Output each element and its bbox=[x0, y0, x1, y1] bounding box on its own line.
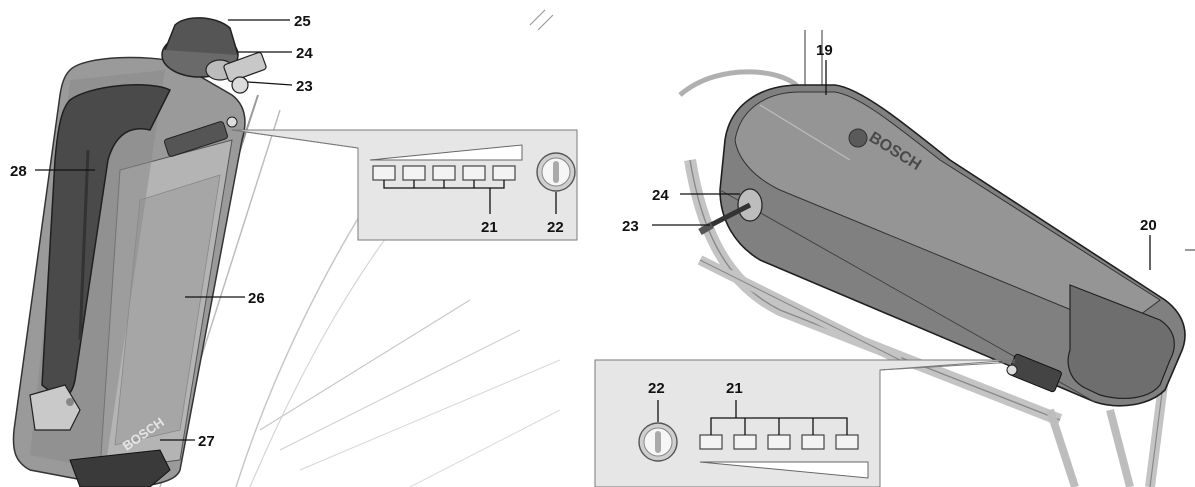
right-led-row bbox=[699, 434, 859, 450]
led-2 bbox=[402, 165, 426, 181]
callout-labels: 25 24 23 28 26 27 21 22 19 24 23 20 22 2… bbox=[10, 13, 1157, 450]
callout-28: 28 bbox=[10, 163, 27, 180]
led-1 bbox=[699, 434, 723, 450]
callout-23-left: 23 bbox=[296, 78, 313, 95]
rack-battery-figure: BOSCH bbox=[678, 30, 1195, 487]
callout-21-right: 21 bbox=[726, 380, 743, 397]
led-2 bbox=[733, 434, 757, 450]
right-charge-indicator-inset bbox=[594, 359, 1016, 487]
callout-25: 25 bbox=[294, 13, 311, 30]
callout-24-left: 24 bbox=[296, 45, 313, 62]
left-led-row bbox=[372, 165, 516, 181]
led-3 bbox=[767, 434, 791, 450]
led-3 bbox=[432, 165, 456, 181]
frame-battery-figure: BOSCH bbox=[12, 9, 561, 487]
led-1 bbox=[372, 165, 396, 181]
callout-20: 20 bbox=[1140, 217, 1157, 234]
leader-lines bbox=[35, 19, 1151, 441]
led-4 bbox=[462, 165, 486, 181]
callout-22-left: 22 bbox=[547, 219, 564, 236]
callout-22-right: 22 bbox=[648, 380, 665, 397]
callout-21-left: 21 bbox=[481, 219, 498, 236]
led-5 bbox=[835, 434, 859, 450]
battery-handle bbox=[41, 84, 172, 398]
callout-23-right: 23 bbox=[622, 218, 639, 235]
power-button-right bbox=[638, 422, 678, 462]
left-charge-indicator-inset bbox=[231, 129, 578, 241]
callout-24-right: 24 bbox=[652, 187, 669, 204]
callout-26: 26 bbox=[248, 290, 265, 307]
callout-27: 27 bbox=[198, 433, 215, 450]
power-button-left bbox=[536, 152, 576, 192]
led-4 bbox=[801, 434, 825, 450]
callout-19: 19 bbox=[816, 42, 833, 59]
battery-lock bbox=[161, 17, 267, 94]
led-5 bbox=[492, 165, 516, 181]
rack-battery-lock bbox=[698, 188, 763, 236]
